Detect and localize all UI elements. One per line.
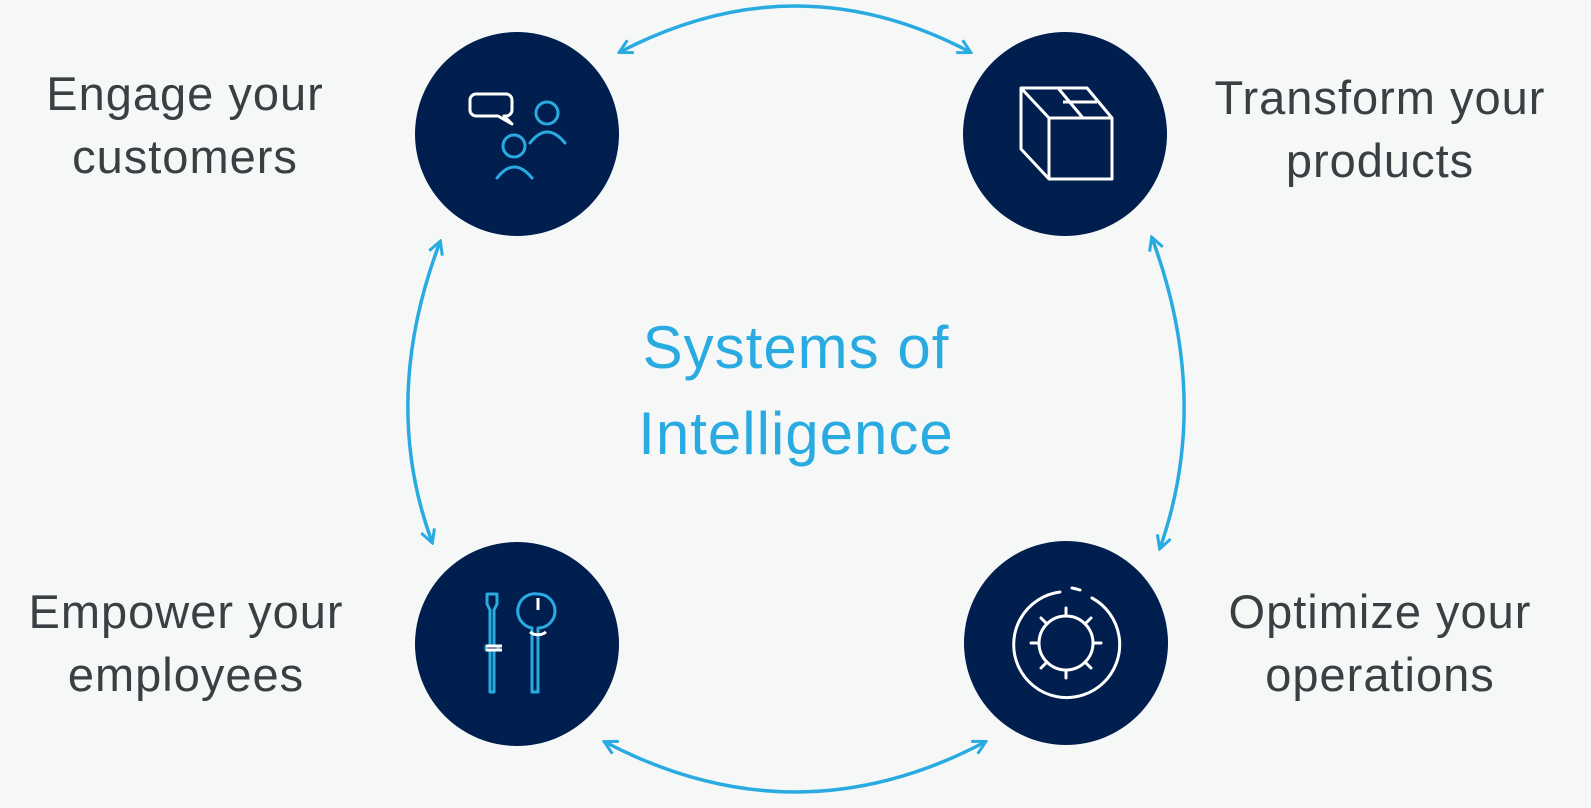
label-line: Empower your bbox=[28, 585, 344, 638]
arrow-bottom bbox=[605, 742, 985, 794]
label-products: Transform your products bbox=[1190, 66, 1570, 192]
node-operations bbox=[964, 541, 1168, 745]
label-line: Optimize your bbox=[1228, 585, 1532, 638]
node-circle bbox=[963, 32, 1167, 236]
gear-cycle-icon bbox=[1012, 586, 1122, 700]
node-customers bbox=[415, 32, 619, 236]
label-line: Transform your bbox=[1214, 71, 1546, 124]
center-title: Systems of Intelligence bbox=[596, 305, 996, 477]
tools-icon bbox=[484, 592, 557, 694]
label-line: Engage your bbox=[46, 67, 324, 120]
node-products bbox=[963, 32, 1167, 236]
label-operations: Optimize your operations bbox=[1200, 580, 1560, 706]
box-icon bbox=[1019, 86, 1114, 181]
people-chat-icon bbox=[468, 92, 567, 180]
arrow-top bbox=[620, 4, 970, 52]
arrow-right bbox=[1152, 238, 1186, 548]
label-line: customers bbox=[72, 130, 298, 183]
node-employees bbox=[415, 542, 619, 746]
label-customers: Engage your customers bbox=[15, 62, 355, 188]
arrow-left bbox=[406, 242, 440, 542]
label-line: products bbox=[1285, 134, 1475, 187]
center-title-line: Systems of bbox=[642, 314, 950, 381]
label-line: employees bbox=[67, 648, 305, 701]
label-line: operations bbox=[1265, 648, 1495, 701]
node-circle bbox=[964, 541, 1168, 745]
label-employees: Empower your employees bbox=[0, 580, 372, 706]
node-circle bbox=[415, 542, 619, 746]
center-title-line: Intelligence bbox=[638, 400, 954, 467]
